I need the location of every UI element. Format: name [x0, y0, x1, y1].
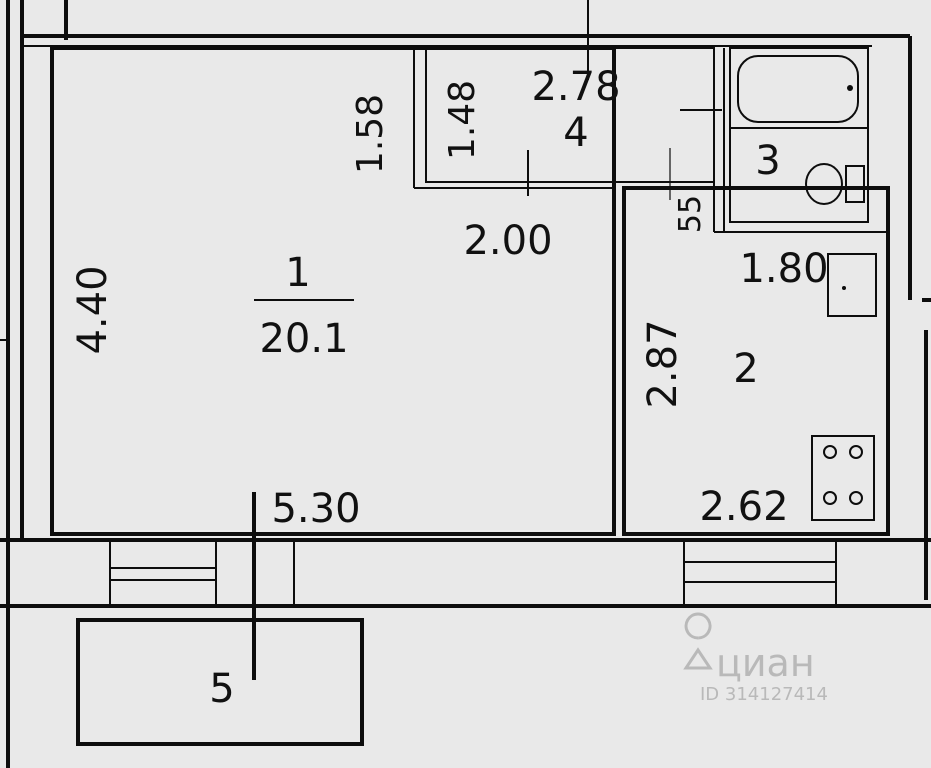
room-2-number: 2: [733, 346, 758, 392]
room-3-number: 3: [755, 138, 780, 184]
watermark-id: ID 314127414: [700, 684, 828, 705]
room-1-depth-label: 4.40: [70, 265, 116, 354]
room-2: [622, 186, 890, 536]
room-1-area: 20.1: [259, 316, 348, 362]
room-2-depth-label: 2.87: [640, 319, 686, 408]
balcony-door: [252, 492, 295, 680]
watermark: циан ID 314127414: [683, 612, 828, 705]
room-5: [76, 618, 364, 746]
room-5-number: 5: [209, 666, 234, 712]
room-4-number: 4: [563, 110, 588, 156]
room-1-number: 1: [285, 250, 310, 296]
room-1-niche-dim-label: 1.58: [350, 94, 391, 174]
toilet-icon: [805, 163, 843, 205]
room-2-width-label: 2.62: [699, 484, 788, 530]
room-1-width-label: 5.30: [271, 486, 360, 532]
watermark-brand: циан: [716, 641, 815, 685]
sink-icon: [827, 253, 877, 317]
stove-icon: [811, 435, 875, 521]
room-4-depth-label: 1.48: [442, 80, 483, 160]
room-4-small-dim-label: 55: [673, 195, 708, 233]
room-2-upper-dim-label: 1.80: [739, 246, 828, 292]
window-room-1: [109, 540, 217, 606]
map-pin-icon: [683, 612, 713, 670]
room-3: [729, 47, 869, 223]
bathtub-icon: [737, 55, 859, 123]
room-4: [425, 0, 725, 232]
room-1-upper-dim-label: 2.00: [463, 218, 552, 264]
window-room-2: [683, 540, 837, 606]
room-4-width-label: 2.78: [531, 64, 620, 110]
room-1: [50, 46, 616, 536]
